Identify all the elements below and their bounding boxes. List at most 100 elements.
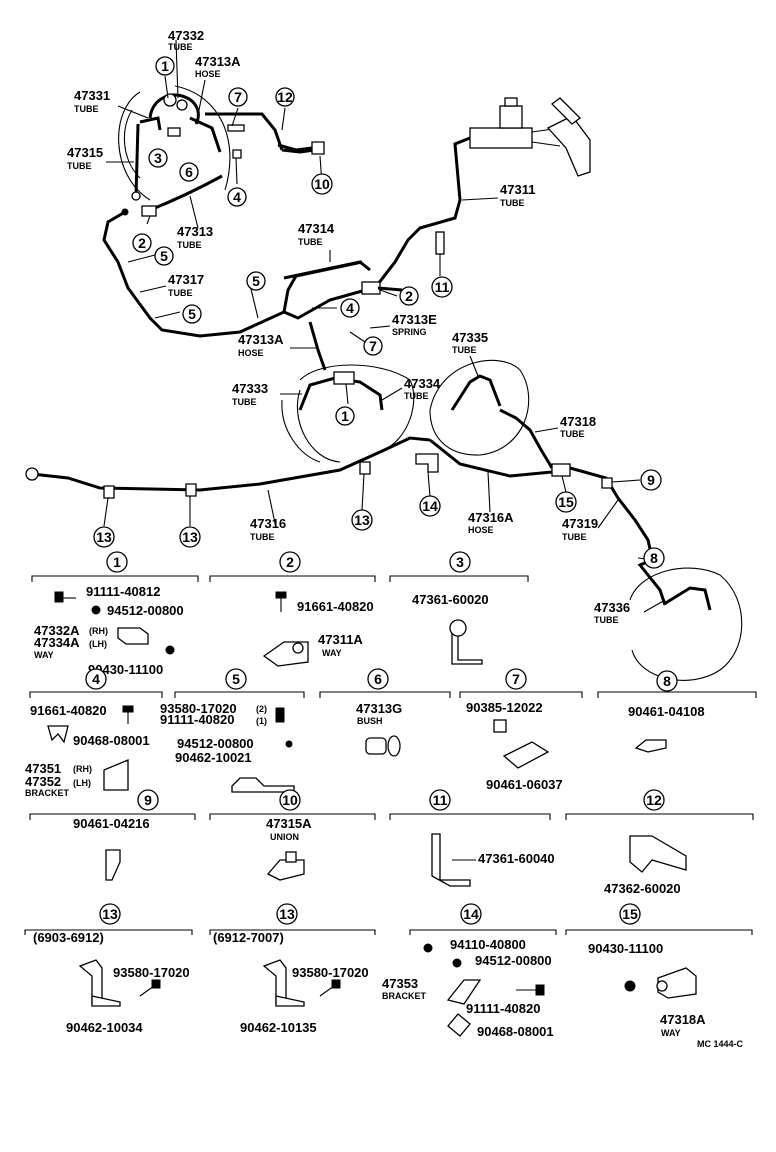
d1-p5: (LH) [89,639,107,649]
d2-p2: WAY [322,648,342,658]
label-47313E-type: SPRING [392,327,427,337]
d6-p0: 47313G [356,701,402,716]
svg-text:7: 7 [512,671,520,687]
d4-p2: 47351 [25,761,61,776]
d4-p6: BRACKET [25,788,70,798]
d4-p3: 47352 [25,774,61,789]
callout-12: 12 [275,87,295,107]
d14-p3: BRACKET [382,991,427,1001]
label-47314-type: TUBE [298,237,323,247]
d1-p6: WAY [34,650,54,660]
callout-7: 7 [228,87,248,107]
detail-key-8: 8 [656,670,678,692]
svg-text:5: 5 [160,248,168,264]
svg-text:13: 13 [354,512,370,528]
callout-3: 3 [148,148,168,168]
detail-key-15: 15 [619,903,641,925]
label-47315: 47315 [67,145,103,160]
callout-11: 11 [431,276,453,298]
svg-text:11: 11 [433,792,448,808]
svg-text:10: 10 [314,176,330,192]
svg-text:1: 1 [341,408,349,424]
svg-text:4: 4 [92,671,100,687]
d13b-range: (6912-7007) [213,930,284,945]
svg-text:14: 14 [463,906,479,922]
d10-p0: 47315A [266,816,312,831]
d1-p2: 47332A [34,623,80,638]
label-47332-type: TUBE [168,42,193,52]
svg-text:6: 6 [185,164,193,180]
label-47318: 47318 [560,414,596,429]
d5-p4: 94512-00800 [177,736,254,751]
label-47313: 47313 [177,224,213,239]
d14-p0: 94110-40800 [450,937,526,952]
d14-p4: 91111-40820 [466,1001,540,1016]
d13a-p1: 90462-10034 [66,1020,143,1035]
label-47317-type: TUBE [168,288,193,298]
d15-p0: 90430-11100 [588,941,663,956]
label-47319-type: TUBE [562,532,587,542]
svg-text:12: 12 [277,89,293,105]
callout-13: 13 [351,509,373,531]
label-47331-type: TUBE [74,104,99,114]
detail-key-10: 10 [279,789,301,811]
svg-text:10: 10 [282,792,298,808]
label-47335: 47335 [452,330,488,345]
footer-code: MC 1444-C [697,1039,744,1049]
d15-p1: 47318A [660,1012,706,1027]
label-47335-type: TUBE [452,345,477,355]
d14-p5: 90468-08001 [477,1024,554,1039]
svg-text:1: 1 [113,554,121,570]
d3-p0: 47361-60020 [412,592,489,607]
svg-text:7: 7 [234,89,242,105]
label-47334-type: TUBE [404,391,429,401]
callout-4: 4 [340,298,360,318]
detail-key-9: 9 [137,789,159,811]
callout-9: 9 [640,469,662,491]
svg-text:15: 15 [622,906,638,922]
label-47336: 47336 [594,600,630,615]
d5-p0: 93580-17020 [160,701,237,716]
detail-key-6: 6 [367,668,389,690]
svg-text:2: 2 [138,235,146,251]
detail-key-5: 5 [225,668,247,690]
label-47313A-2: 47313A [238,332,284,347]
callout-4: 4 [227,187,247,207]
svg-text:5: 5 [252,273,260,289]
callout-6: 6 [179,162,199,182]
label-47313-type: TUBE [177,240,202,250]
mid-brake-assembly [25,321,743,681]
svg-text:9: 9 [144,792,152,808]
d2-p0: 91661-40820 [297,599,374,614]
d2-p1: 47311A [318,632,363,647]
d11-p0: 47361-60040 [478,851,555,866]
label-47313A-2-type: HOSE [238,348,264,358]
svg-text:14: 14 [422,498,438,514]
label-47311: 47311 [500,182,535,197]
label-47313A-type: HOSE [195,69,221,79]
label-47316A-type: HOSE [468,525,494,535]
label-47336-type: TUBE [594,615,619,625]
d5-p1: (2) [256,704,267,714]
d1-p0: 91111-40812 [86,584,160,599]
detail-key-1: 1 [106,551,128,573]
d13a-range: (6903-6912) [33,930,104,945]
svg-text:3: 3 [154,150,162,166]
svg-text:2: 2 [405,288,413,304]
callout-5: 5 [154,246,174,266]
d13a-p0: 93580-17020 [113,965,190,980]
svg-text:13: 13 [96,529,112,545]
svg-text:13: 13 [279,906,295,922]
d14-p2: 47353 [382,976,418,991]
svg-text:8: 8 [663,673,671,689]
svg-text:13: 13 [182,529,198,545]
d1-p3: 47334A [34,635,80,650]
label-47311-type: TUBE [500,198,525,208]
label-47334: 47334 [404,376,441,391]
detail-key-12: 12 [643,789,665,811]
d12-p0: 47362-60020 [604,881,681,896]
callout-1: 1 [155,56,175,76]
svg-text:6: 6 [374,671,382,687]
d1-p1: 94512-00800 [107,603,184,618]
d1-p4: (RH) [89,626,108,636]
